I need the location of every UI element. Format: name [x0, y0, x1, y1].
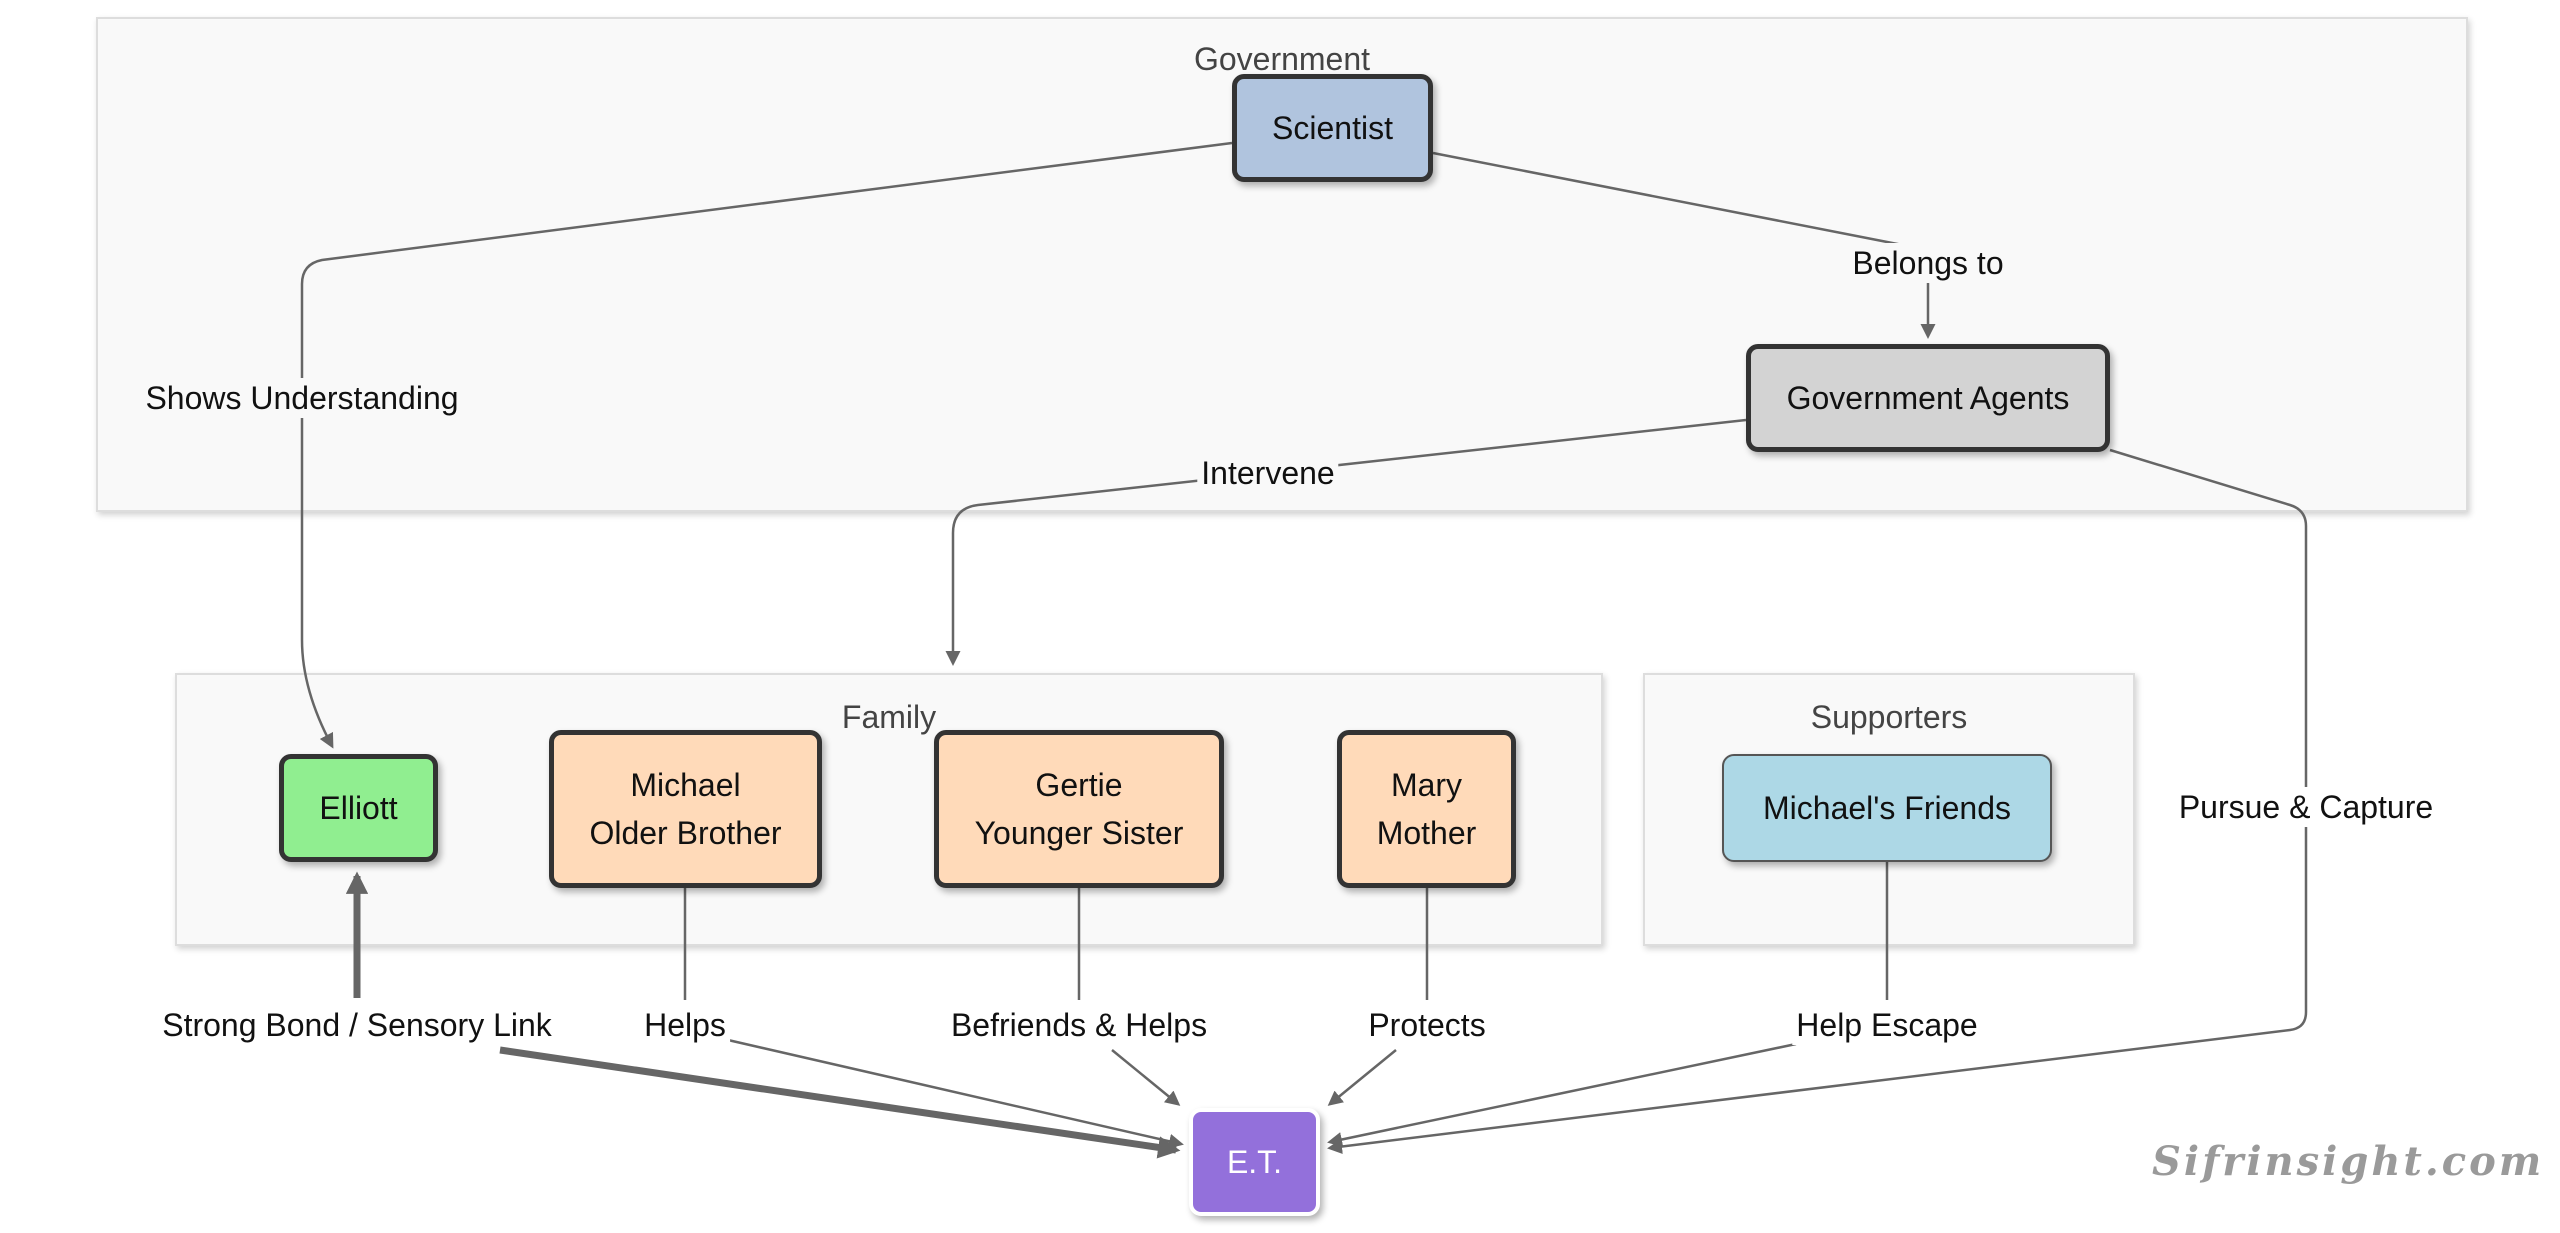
michaels-friends-node[interactable]: Michael's Friends [1722, 754, 2052, 862]
edge-help-escape [1330, 862, 1889, 1142]
government-agents-node[interactable]: Government Agents [1746, 344, 2110, 452]
mary-node[interactable]: Mary Mother [1337, 730, 1516, 888]
michael-node[interactable]: Michael Older Brother [549, 730, 822, 888]
government-agents-label: Government Agents [1786, 380, 2070, 416]
befriends-helps-label: Befriends & Helps [946, 1005, 1212, 1045]
watermark: Sifrinsight.com [2152, 1138, 2545, 1185]
protects-label: Protects [1364, 1005, 1490, 1045]
belongs-to-label: Belongs to [1848, 243, 2008, 283]
help-escape-label: Help Escape [1792, 1005, 1982, 1045]
gertie-node[interactable]: Gertie Younger Sister [934, 730, 1224, 888]
scientist-node[interactable]: Scientist [1232, 74, 1433, 182]
edge-pursue-capture [1327, 448, 2308, 1154]
scientist-label: Scientist [1272, 110, 1393, 146]
government-cluster-title: Government [1193, 41, 1371, 77]
elliott-label: Elliott [319, 790, 398, 826]
edge-befriends-helps [1077, 888, 1178, 1104]
mary-name: Mary [1390, 767, 1463, 803]
family-cluster-title: Family [841, 699, 937, 735]
edge-helps [683, 888, 1181, 1144]
edge-shows-understanding [300, 141, 1233, 749]
strong-bond-label: Strong Bond / Sensory Link [158, 1005, 556, 1045]
intervene-label: Intervene [1197, 453, 1339, 493]
edge-strong-bond-to-et [499, 1046, 1181, 1159]
edge-intervene [945, 418, 1747, 666]
pursue-capture-label: Pursue & Capture [2174, 787, 2438, 827]
shows-understanding-label: Shows Understanding [141, 378, 463, 418]
michaels-friends-label: Michael's Friends [1763, 790, 2011, 826]
gertie-role: Younger Sister [974, 815, 1184, 851]
edge-protects [1330, 888, 1429, 1104]
mary-role: Mother [1376, 815, 1477, 851]
et-node[interactable]: E.T. [1189, 1108, 1320, 1216]
helps-label: Helps [640, 1005, 730, 1045]
et-label: E.T. [1226, 1144, 1283, 1180]
gertie-name: Gertie [1035, 767, 1123, 803]
elliott-node[interactable]: Elliott [279, 754, 438, 862]
michael-role: Older Brother [589, 815, 782, 851]
supporters-cluster-title: Supporters [1810, 699, 1968, 735]
michael-name: Michael [630, 767, 741, 803]
